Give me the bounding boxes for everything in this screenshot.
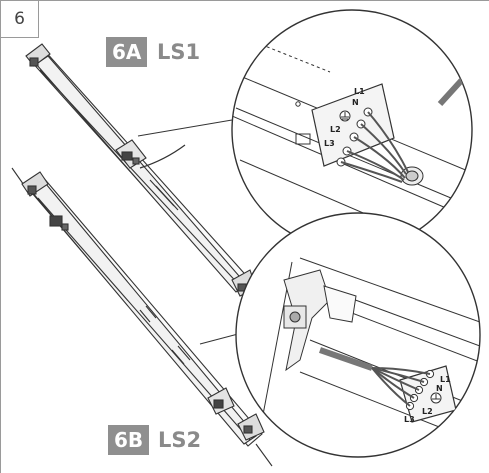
terminal-b-n: N <box>436 384 443 393</box>
terminal-b-l2: L2 <box>422 407 433 416</box>
luminaire-a <box>25 43 257 297</box>
callout-line-b <box>199 333 239 345</box>
terminal-a-n: N <box>352 98 359 107</box>
panel-b-label: LS2 <box>158 428 202 452</box>
luminaire-b <box>11 167 273 467</box>
terminal-b-l3: L3 <box>404 415 415 424</box>
panel-a-label: LS1 <box>157 40 201 64</box>
terminal-a-l1: L1 <box>354 87 365 96</box>
detail-circle-a: L1 N L2 L3 <box>231 9 473 251</box>
terminal-a-l3: L3 <box>324 139 335 148</box>
panel-a-badge: 6A <box>106 37 148 67</box>
detail-circle-b: L1 N L2 L3 <box>235 212 481 458</box>
panel-b-badge: 6B <box>108 425 150 455</box>
callout-line-a <box>137 119 233 137</box>
terminal-b-l1: L1 <box>440 375 451 384</box>
terminal-a-l2: L2 <box>330 125 341 134</box>
